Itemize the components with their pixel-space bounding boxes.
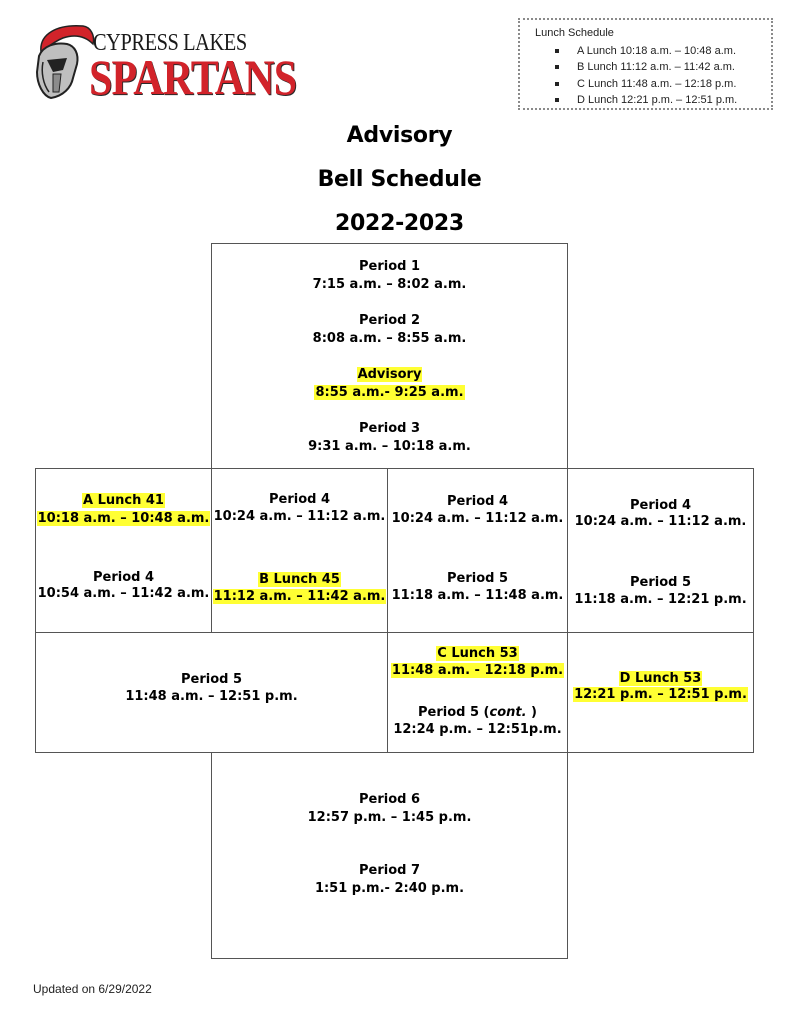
a-lunch-time: 10:18 a.m. – 10:48 a.m.: [36, 511, 211, 526]
updated-date-footer: Updated on 6/29/2022: [33, 982, 152, 996]
c-period5-time: 11:18 a.m. – 11:48 a.m.: [391, 588, 564, 603]
b-lunch-time: 11:12 a.m. – 11:42 a.m.: [212, 589, 387, 604]
lunch-schedule-heading: Lunch Schedule: [535, 27, 614, 39]
a-period5-time: 11:48 a.m. – 12:51 p.m.: [125, 689, 298, 704]
a-lunch-label: A Lunch 41: [82, 493, 165, 508]
logo-school-name: CYPRESS LAKES: [93, 30, 247, 56]
period2-time: 8:08 a.m. – 8:55 a.m.: [312, 331, 467, 346]
d-lunch-label: D Lunch 53: [618, 671, 703, 686]
a-period5-label: Period 5: [180, 672, 243, 687]
advisory-label: Advisory: [356, 367, 423, 382]
box-a-lunch: A Lunch 41 10:18 a.m. – 10:48 a.m. Perio…: [35, 468, 212, 633]
box-d-lunch: D Lunch 53 12:21 p.m. – 12:51 p.m.: [567, 632, 754, 753]
title-advisory: Advisory: [346, 123, 453, 148]
c-lunch-time: 11:48 a.m. - 12:18 p.m.: [390, 663, 565, 678]
period6-label: Period 6: [358, 792, 421, 807]
b-lunch-label: B Lunch 45: [258, 572, 341, 587]
c-period5-cont-label: Period 5 (: [417, 705, 490, 720]
spartan-helmet-icon: [35, 25, 95, 100]
c-lunch-label: C Lunch 53: [436, 646, 519, 661]
logo-mascot-name: SPARTANS: [89, 49, 297, 105]
title-bell-schedule: Bell Schedule: [317, 167, 482, 192]
c-period5-cont-close: ): [526, 705, 537, 720]
d-period4-time: 10:24 a.m. – 11:12 a.m.: [574, 514, 747, 529]
d-lunch-time: 12:21 p.m. – 12:51 p.m.: [573, 687, 748, 702]
period6-time: 12:57 p.m. – 1:45 p.m.: [307, 810, 472, 825]
lunch-schedule-item: B Lunch 11:12 a.m. – 11:42 a.m.: [520, 59, 737, 75]
c-period5-cont-word: cont.: [489, 705, 527, 720]
a-period4-time: 10:54 a.m. – 11:42 a.m.: [37, 586, 210, 601]
box-a-period5: Period 5 11:48 a.m. – 12:51 p.m.: [35, 632, 388, 753]
lunch-schedule-item: A Lunch 10:18 a.m. – 10:48 a.m.: [520, 43, 737, 59]
period7-time: 1:51 p.m.- 2:40 p.m.: [314, 881, 465, 896]
period2-label: Period 2: [358, 313, 421, 328]
advisory-time: 8:55 a.m.- 9:25 a.m.: [314, 385, 465, 400]
lunch-schedule-item: D Lunch 12:21 p.m. – 12:51 p.m.: [520, 92, 737, 108]
period1-time: 7:15 a.m. – 8:02 a.m.: [312, 277, 467, 292]
box-b-lunch: Period 4 10:24 a.m. – 11:12 a.m. B Lunch…: [211, 468, 388, 633]
b-period4-time: 10:24 a.m. – 11:12 a.m.: [213, 509, 386, 524]
title-school-year: 2022-2023: [335, 211, 464, 236]
lunch-schedule-box: Lunch Schedule A Lunch 10:18 a.m. – 10:4…: [518, 18, 773, 110]
c-period5-label: Period 5: [446, 571, 509, 586]
a-period4-label: Period 4: [92, 570, 155, 585]
box-afternoon-periods: Period 6 12:57 p.m. – 1:45 p.m. Period 7…: [211, 752, 568, 959]
lunch-schedule-list: A Lunch 10:18 a.m. – 10:48 a.m. B Lunch …: [520, 43, 737, 108]
b-period4-label: Period 4: [268, 492, 331, 507]
period3-time: 9:31 a.m. – 10:18 a.m.: [308, 439, 471, 454]
period3-label: Period 3: [358, 421, 421, 436]
c-period5-cont-time: 12:24 p.m. – 12:51p.m.: [393, 722, 562, 737]
c-period4-label: Period 4: [446, 494, 509, 509]
period7-label: Period 7: [358, 863, 421, 878]
d-period5-time: 11:18 a.m. – 12:21 p.m.: [574, 592, 747, 607]
c-period4-time: 10:24 a.m. – 11:12 a.m.: [391, 511, 564, 526]
lunch-schedule-item: C Lunch 11:48 a.m. – 12:18 p.m.: [520, 76, 737, 92]
d-period4-label: Period 4: [629, 498, 692, 513]
period1-label: Period 1: [358, 259, 421, 274]
d-period5-label: Period 5: [629, 575, 692, 590]
box-d-periods: Period 4 10:24 a.m. – 11:12 a.m. Period …: [567, 468, 754, 633]
box-c-periods: Period 4 10:24 a.m. – 11:12 a.m. Period …: [387, 468, 568, 633]
box-morning-periods: Period 1 7:15 a.m. – 8:02 a.m. Period 2 …: [211, 243, 568, 469]
box-c-lunch: C Lunch 53 11:48 a.m. - 12:18 p.m. Perio…: [387, 632, 568, 753]
school-logo: CYPRESS LAKES SPARTANS: [33, 22, 297, 105]
